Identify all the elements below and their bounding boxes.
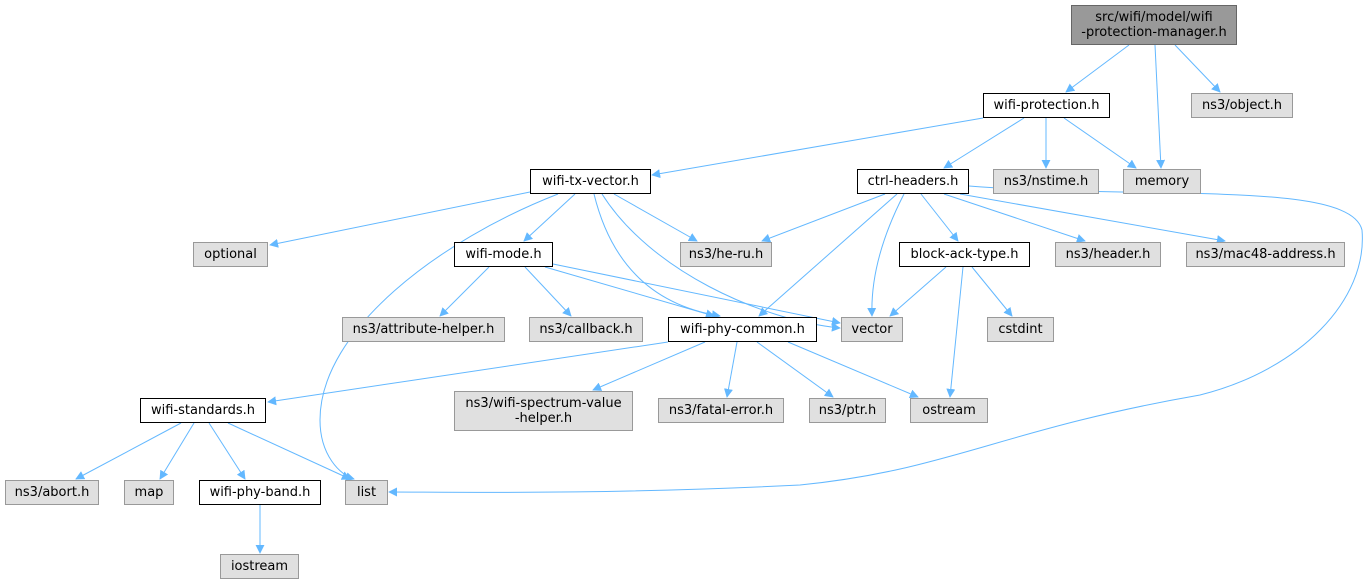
edge-wifi-tx-vector-to-optional bbox=[269, 191, 531, 248]
node-label: wifi-tx-vector.h bbox=[542, 174, 639, 189]
node-ns3-abort-h[interactable]: ns3/abort.h bbox=[5, 480, 99, 505]
node-memory[interactable]: memory bbox=[1123, 169, 1201, 194]
node-cstdint[interactable]: cstdint bbox=[987, 317, 1054, 342]
edge-wifi-phy-common-to-spectrum-value-helper bbox=[592, 341, 706, 391]
edge-wifi-standards-to-wifi-phy-band bbox=[208, 422, 246, 480]
node-label-line2: -helper.h bbox=[514, 411, 573, 426]
edge-wifi-mode-to-callback bbox=[524, 266, 572, 317]
node-ostream[interactable]: ostream bbox=[910, 398, 988, 423]
node-label: list bbox=[356, 485, 377, 500]
node-label: wifi-phy-band.h bbox=[209, 485, 311, 500]
node-ns3-attribute-helper-h[interactable]: ns3/attribute-helper.h bbox=[342, 317, 505, 342]
node-label: ostream bbox=[922, 403, 976, 418]
node-label: ns3/nstime.h bbox=[1003, 174, 1089, 189]
node-label: wifi-protection.h bbox=[993, 98, 1100, 113]
node-label: map bbox=[134, 485, 164, 500]
node-label: block-ack-type.h bbox=[910, 247, 1019, 262]
node-ns3-object-h[interactable]: ns3/object.h bbox=[1191, 93, 1293, 118]
node-label: memory bbox=[1134, 174, 1190, 189]
node-wifi-phy-common-h[interactable]: wifi-phy-common.h bbox=[668, 317, 817, 342]
edge-wifi-tx-vector-to-list bbox=[319, 193, 559, 482]
node-label: ns3/callback.h bbox=[539, 322, 633, 337]
node-iostream[interactable]: iostream bbox=[220, 554, 299, 579]
node-map[interactable]: map bbox=[124, 480, 174, 505]
edge-wifi-standards-to-list bbox=[227, 422, 351, 480]
edge-block-ack-type-to-ostream bbox=[946, 266, 964, 398]
node-ns3-mac48-address-h[interactable]: ns3/mac48-address.h bbox=[1186, 242, 1345, 267]
node-label: optional bbox=[204, 247, 257, 262]
node-label-line2: -protection-manager.h bbox=[1081, 25, 1227, 40]
edge-wifi-tx-vector-to-wifi-mode bbox=[523, 193, 576, 242]
node-ns3-header-h[interactable]: ns3/header.h bbox=[1055, 242, 1161, 267]
edge-wifi-phy-common-to-ptr bbox=[756, 341, 834, 398]
node-label: ns3/mac48-address.h bbox=[1195, 247, 1336, 262]
edge-ctrl-headers-to-block-ack-type bbox=[920, 193, 959, 242]
edge-manager-to-wifi-protection bbox=[1065, 44, 1130, 93]
edge-wifi-standards-to-abort bbox=[75, 422, 182, 480]
edge-manager-to-memory bbox=[1154, 44, 1166, 169]
node-wifi-tx-vector-h[interactable]: wifi-tx-vector.h bbox=[530, 169, 651, 194]
node-label: ctrl-headers.h bbox=[867, 174, 959, 189]
node-wifi-mode-h[interactable]: wifi-mode.h bbox=[454, 242, 553, 267]
node-ns3-nstime-h[interactable]: ns3/nstime.h bbox=[993, 169, 1099, 194]
node-ns3-ptr-h[interactable]: ns3/ptr.h bbox=[809, 398, 886, 423]
node-optional[interactable]: optional bbox=[193, 242, 268, 267]
edge-wifi-phy-common-to-ostream bbox=[787, 341, 919, 398]
edge-block-ack-type-to-vector bbox=[889, 266, 947, 317]
edge-wifi-mode-to-wifi-phy-common bbox=[544, 266, 715, 319]
edge-manager-to-object bbox=[1174, 44, 1221, 93]
node-ns3-fatal-error-h[interactable]: ns3/fatal-error.h bbox=[658, 398, 784, 423]
edge-wifi-mode-to-vector bbox=[552, 263, 841, 326]
edge-wifi-phy-common-to-fatal-error bbox=[724, 341, 738, 398]
node-ns3-callback-h[interactable]: ns3/callback.h bbox=[529, 317, 643, 342]
node-label: ns3/he-ru.h bbox=[688, 247, 764, 262]
edge-wifi-protection-to-wifi-tx-vector bbox=[651, 117, 984, 179]
edge-wifi-protection-to-memory bbox=[1063, 117, 1137, 169]
node-label-line1: src/wifi/model/wifi bbox=[1095, 10, 1213, 25]
node-label: wifi-phy-common.h bbox=[680, 322, 805, 337]
edge-ctrl-headers-to-header bbox=[943, 193, 1086, 243]
node-label: iostream bbox=[230, 559, 289, 574]
node-block-ack-type-h[interactable]: block-ack-type.h bbox=[899, 242, 1030, 267]
node-label: ns3/attribute-helper.h bbox=[352, 322, 495, 337]
edge-block-ack-type-to-cstdint bbox=[971, 266, 1013, 317]
node-label: wifi-standards.h bbox=[151, 403, 255, 418]
node-ns3-wifi-spectrum-value-helper-h[interactable]: ns3/wifi-spectrum-value -helper.h bbox=[454, 391, 633, 431]
node-label-line1: ns3/wifi-spectrum-value bbox=[465, 396, 622, 411]
edge-ctrl-headers-to-list bbox=[388, 185, 1363, 497]
node-list[interactable]: list bbox=[345, 480, 388, 505]
node-vector[interactable]: vector bbox=[841, 317, 903, 342]
node-label: ns3/abort.h bbox=[14, 485, 90, 500]
edge-wifi-protection-to-ctrl-headers bbox=[943, 117, 1025, 169]
edge-ctrl-headers-to-mac48-address bbox=[959, 193, 1226, 245]
node-wifi-standards-h[interactable]: wifi-standards.h bbox=[140, 398, 266, 423]
edge-wifi-standards-to-map bbox=[159, 422, 195, 480]
node-label: cstdint bbox=[998, 322, 1043, 337]
node-label: wifi-mode.h bbox=[465, 247, 542, 262]
node-ctrl-headers-h[interactable]: ctrl-headers.h bbox=[857, 169, 969, 194]
edge-ctrl-headers-to-wifi-phy-common bbox=[758, 193, 898, 317]
node-label: ns3/object.h bbox=[1201, 98, 1283, 113]
edge-wifi-mode-to-attribute-helper bbox=[439, 266, 490, 317]
node-wifi-phy-band-h[interactable]: wifi-phy-band.h bbox=[199, 480, 321, 505]
node-wifi-protection-h[interactable]: wifi-protection.h bbox=[983, 93, 1110, 118]
edge-ctrl-headers-to-vector bbox=[867, 193, 905, 317]
node-wifi-protection-manager-h[interactable]: src/wifi/model/wifi -protection-manager.… bbox=[1071, 5, 1237, 45]
node-label: ns3/header.h bbox=[1065, 247, 1151, 262]
edge-wifi-phy-common-to-wifi-standards bbox=[267, 341, 669, 406]
node-ns3-he-ru-h[interactable]: ns3/he-ru.h bbox=[680, 242, 772, 267]
node-label: ns3/fatal-error.h bbox=[668, 403, 774, 418]
edge-ctrl-headers-to-he-ru bbox=[761, 193, 886, 243]
node-label: ns3/ptr.h bbox=[818, 403, 877, 418]
node-label: vector bbox=[851, 322, 893, 337]
edge-wifi-tx-vector-to-he-ru bbox=[613, 193, 698, 242]
